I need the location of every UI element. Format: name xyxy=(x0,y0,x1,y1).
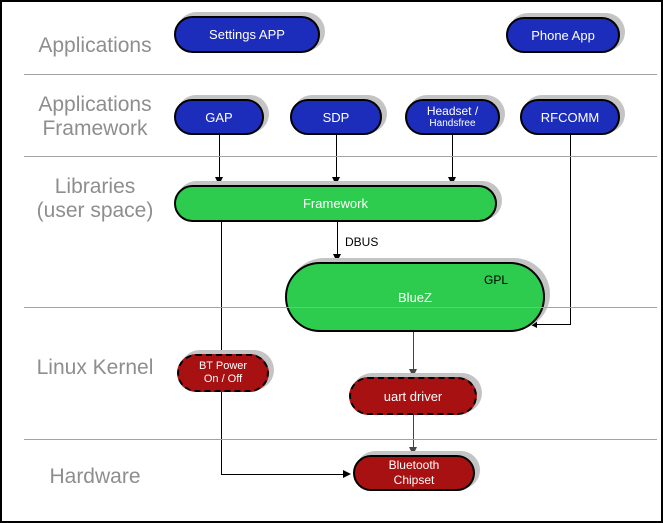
arrow-framework-to-bluez-head xyxy=(333,254,341,262)
node-uart-driver: uart driver xyxy=(349,377,477,415)
arrow-framework-to-bluez-line xyxy=(337,222,338,255)
layer-divider-1 xyxy=(24,74,657,75)
arrow-bluez-to-uart-head xyxy=(409,369,417,377)
dbus-label: DBUS xyxy=(345,235,379,249)
layer-divider-2 xyxy=(24,156,657,157)
node-bluez: BlueZ xyxy=(285,262,545,332)
arrow-headset-to-framework-head xyxy=(448,177,456,185)
arrow-uart-to-chipset-line xyxy=(413,415,414,448)
gpl-label: GPL xyxy=(484,273,509,287)
node-phone-app: Phone App xyxy=(506,17,620,53)
arrow-framework-to-chipset-head xyxy=(343,470,351,478)
node-bluetooth-chipset: Bluetooth Chipset xyxy=(353,455,475,491)
node-framework: Framework xyxy=(174,185,497,222)
arrow-uart-to-chipset-head xyxy=(409,447,417,455)
arrow-framework-to-chipset-hline xyxy=(221,474,344,475)
layer-divider-3 xyxy=(24,307,657,308)
arrow-framework-to-chipset-vline xyxy=(221,222,222,474)
layer-label-libraries-user-space: Libraries (user space) xyxy=(36,175,154,222)
arrow-rfcomm-to-bluez-hline xyxy=(536,324,571,325)
node-label-line2: Handsfree xyxy=(429,118,476,129)
node-label: Framework xyxy=(302,196,368,211)
layer-label-linux-kernel: Linux Kernel xyxy=(36,356,154,379)
node-label-line1: Headset / xyxy=(426,104,479,118)
node-label: GAP xyxy=(205,109,233,125)
node-label: SDP xyxy=(322,109,350,125)
node-bt-power: BT Power On / Off xyxy=(177,354,269,392)
layer-label-applications-framework: Applications Framework xyxy=(38,93,152,140)
node-settings-app: Settings APP xyxy=(174,16,320,53)
node-gap: GAP xyxy=(174,99,264,135)
node-label: BT Power On / Off xyxy=(198,360,248,385)
arrow-rfcomm-to-bluez-head xyxy=(529,320,537,328)
arrow-gap-to-framework-head xyxy=(215,177,223,185)
node-label: Phone App xyxy=(531,27,595,43)
node-sdp: SDP xyxy=(290,99,382,135)
node-label: uart driver xyxy=(383,388,443,404)
node-label: Settings APP xyxy=(209,27,285,42)
layer-label-hardware: Hardware xyxy=(49,465,141,488)
node-rfcomm: RFCOMM xyxy=(520,99,620,135)
node-label: RFCOMM xyxy=(540,109,600,125)
layer-divider-4 xyxy=(24,439,657,440)
node-label: BlueZ xyxy=(398,289,432,305)
node-headset-handsfree: Headset / Handsfree xyxy=(405,99,500,135)
node-label: Bluetooth Chipset xyxy=(388,458,440,487)
arrow-sdp-to-framework-head xyxy=(332,177,340,185)
arrow-bluez-to-uart-line xyxy=(413,332,414,370)
arrow-rfcomm-to-bluez-vline xyxy=(570,135,571,324)
layer-label-applications: Applications xyxy=(38,34,152,57)
